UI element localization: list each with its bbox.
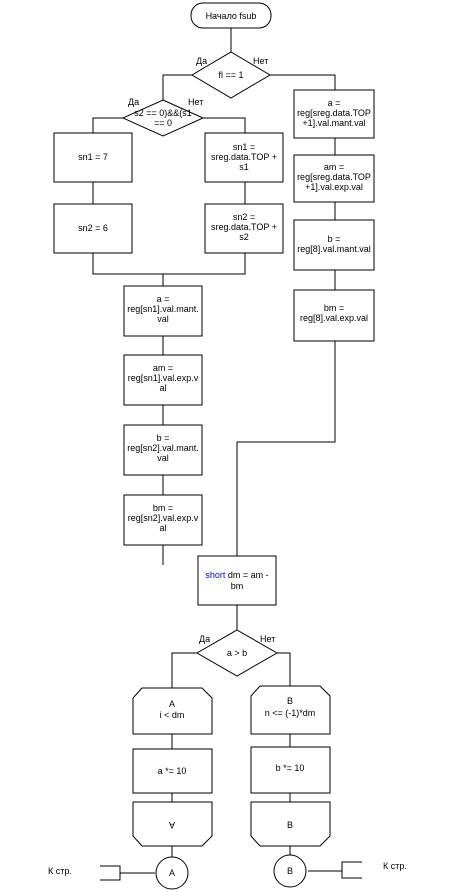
connector-b	[273, 854, 307, 888]
process-sn1-top-l2: sreg.data.TOP +	[211, 152, 277, 162]
process-center-am-l1: am =	[153, 363, 173, 373]
process-right-a-l3: +1].val.mant.val	[302, 118, 365, 128]
connector-b-label: B	[287, 866, 293, 876]
process-center-am-l2: reg[sn1].val.exp.v	[128, 373, 199, 383]
loop-b-open-label: B	[287, 696, 293, 706]
page-ref-right-bracket	[341, 861, 362, 879]
process-b-mul-label: b *= 10	[276, 763, 305, 773]
connector-a-label: A	[169, 868, 175, 878]
process-right-a-l1: a =	[328, 98, 341, 108]
decision-fl-yes: Да	[196, 56, 207, 66]
process-center-bm-l3: al	[159, 523, 166, 533]
process-sn1-top-l1: sn1 =	[233, 142, 255, 152]
process-right-bm	[293, 289, 375, 342]
decision-s2-yes: Да	[128, 97, 139, 107]
process-right-am-l1: am =	[324, 162, 344, 172]
process-center-b-l1: b =	[157, 433, 170, 443]
page-ref-right-label: К стр.	[383, 861, 407, 871]
loop-a-open	[132, 687, 213, 735]
loop-a-close-label: A	[169, 820, 175, 830]
page-ref-left-bracket	[100, 865, 121, 881]
loop-b-close	[250, 801, 331, 847]
process-right-a-l2: reg[sreg.data.TOP	[297, 108, 371, 118]
connector-a	[155, 856, 189, 890]
process-b-mul	[250, 746, 331, 794]
process-center-a-l2: reg[sn1].val.mant.	[127, 304, 199, 314]
decision-s2-line2: == 0	[154, 118, 172, 128]
process-right-bm-l1: bm =	[324, 303, 344, 313]
loop-b-open	[250, 685, 331, 735]
process-sn2-top	[204, 203, 284, 254]
start-terminator	[190, 2, 272, 29]
process-center-b-l3: val	[157, 453, 169, 463]
process-sn2-top-l3: s2	[239, 232, 249, 242]
process-short-dm-l1: short dm = am -	[205, 570, 268, 580]
process-right-b-l1: b =	[328, 234, 341, 244]
process-sn1-top-l3: s1	[239, 162, 249, 172]
process-sn2-6-label: sn2 = 6	[78, 223, 108, 233]
process-right-a	[293, 89, 375, 139]
process-right-bm-l2: reg[8].val.exp.val	[300, 313, 368, 323]
decision-fl	[191, 51, 271, 99]
decision-fl-label: fl == 1	[218, 70, 243, 80]
process-center-am	[123, 354, 203, 406]
process-right-am-l3: +1].val.exp.val	[305, 182, 363, 192]
process-center-a	[123, 285, 203, 337]
decision-ab-label: a > b	[227, 648, 247, 658]
process-sn1-7	[53, 132, 133, 183]
decision-s2-no: Нет	[188, 97, 203, 107]
process-short-dm	[197, 555, 277, 606]
loop-a-close	[132, 801, 213, 847]
loop-a-open-cond: i < dm	[160, 710, 185, 720]
process-center-bm-l1: bm =	[153, 503, 173, 513]
process-sn1-7-label: sn1 = 7	[78, 152, 108, 162]
decision-s2-line1: s2 == 0)&&(s1	[134, 108, 192, 118]
loop-b-open-cond: n <= (-1)*dm	[265, 708, 316, 718]
process-center-a-l1: a =	[157, 294, 170, 304]
process-right-b	[293, 219, 375, 271]
decision-s2	[121, 99, 205, 137]
process-center-b	[123, 424, 203, 476]
process-a-mul	[132, 748, 213, 794]
decision-ab	[195, 629, 279, 677]
keyword-short: short	[205, 570, 226, 580]
process-sn2-6	[53, 203, 133, 254]
process-center-bm-l2: reg[sn2].val.exp.v	[128, 513, 199, 523]
loop-b-close-label: B	[287, 820, 293, 830]
loop-a-open-label: A	[169, 699, 175, 709]
short-dm-rest: dm = am -	[225, 570, 268, 580]
process-right-am	[293, 154, 375, 203]
decision-fl-no: Нет	[253, 56, 268, 66]
process-short-dm-l2: bm	[231, 581, 244, 591]
process-sn1-top	[204, 132, 284, 183]
process-sn2-top-l2: sreg.data.TOP +	[211, 222, 277, 232]
process-right-am-l2: reg[sreg.data.TOP	[297, 172, 371, 182]
page-ref-left-label: К стр.	[48, 866, 72, 876]
start-label: Начало fsub	[206, 11, 257, 21]
decision-ab-yes: Да	[199, 634, 210, 644]
process-center-am-l3: al	[159, 383, 166, 393]
process-center-a-l3: val	[157, 314, 169, 324]
decision-ab-no: Нет	[260, 634, 275, 644]
process-sn2-top-l1: sn2 =	[233, 212, 255, 222]
process-right-b-l2: reg[8].val.mant.val	[297, 244, 371, 254]
process-center-bm	[123, 494, 203, 546]
process-center-b-l2: reg[sn2].val.mant.	[127, 443, 199, 453]
process-a-mul-label: a *= 10	[158, 766, 187, 776]
